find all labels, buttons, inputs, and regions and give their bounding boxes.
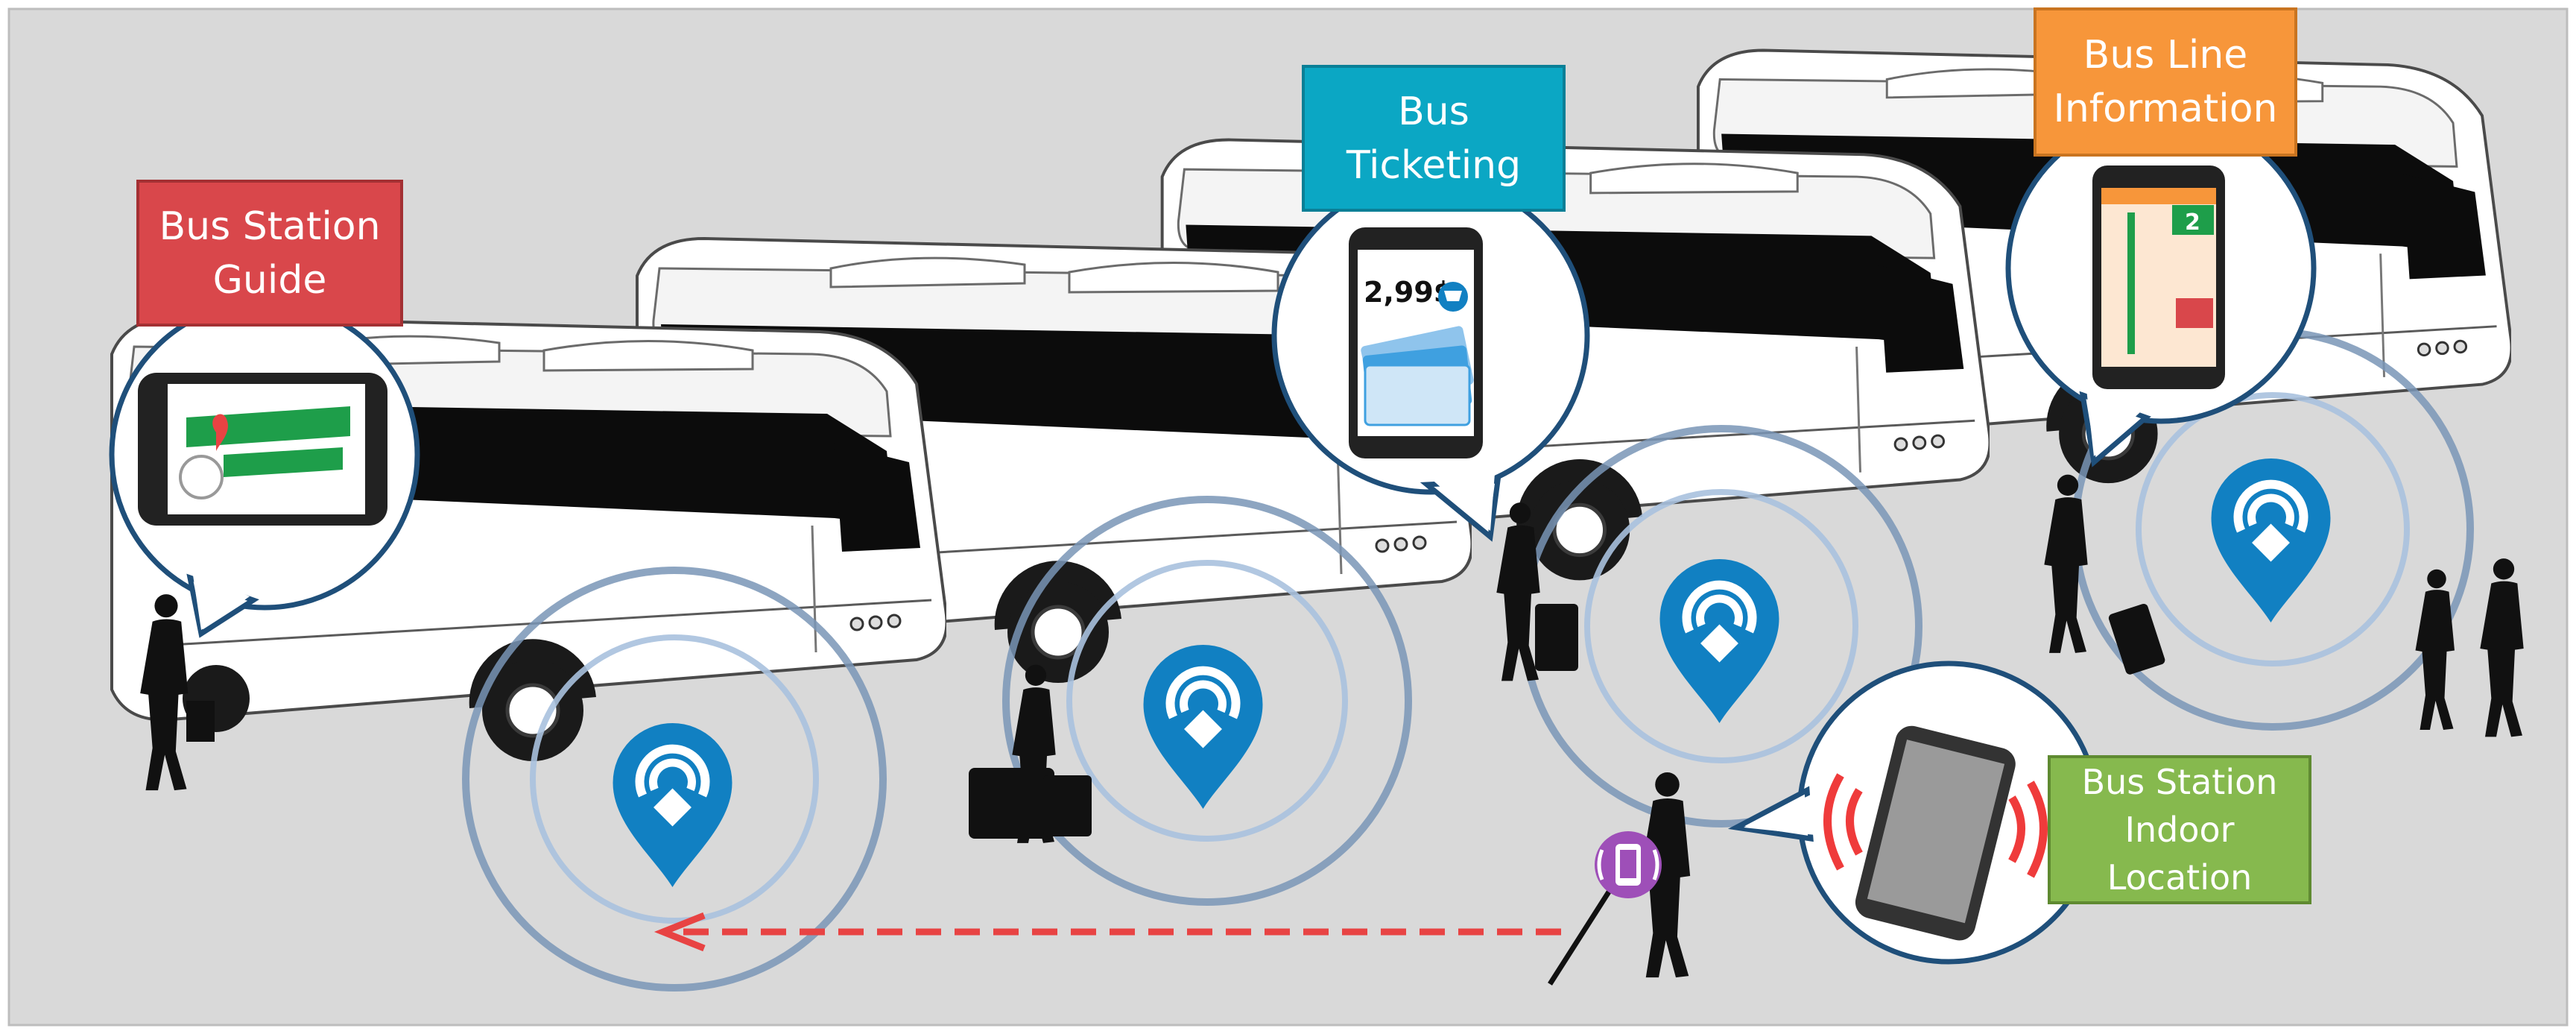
beacon-ring-1 — [462, 567, 887, 992]
suitcase — [2108, 603, 2165, 675]
label-bus-line-information: Bus Line Information — [2053, 33, 2278, 131]
label-box-guide — [136, 180, 403, 327]
ticket — [1364, 364, 1471, 426]
callout-indoor-location — [1727, 661, 2101, 965]
ticket-price: 2,99$ — [1364, 276, 1453, 309]
beacon-ring-2 — [1002, 496, 1412, 906]
line-number: 2 — [2185, 209, 2200, 236]
label-bus-ticketing: Bus Ticketing — [1346, 89, 1522, 188]
callout-bus-line-information: 2 — [2005, 113, 2317, 467]
label-box-indoor — [2048, 755, 2311, 904]
callout-bus-ticketing: 2,99$ — [1271, 176, 1590, 542]
suitcase — [969, 768, 1054, 839]
callout-bus-station-guide — [109, 299, 420, 638]
vibration-phone-badge — [1595, 831, 1662, 898]
briefcase — [186, 701, 215, 742]
cart-icon — [1438, 282, 1468, 312]
vibration-icon — [1823, 773, 2048, 878]
label-box-ticketing — [1302, 65, 1566, 212]
label-box-line-info — [2034, 7, 2297, 157]
suitcase — [1043, 775, 1092, 836]
phone-icon — [1855, 725, 2016, 941]
label-bus-station-guide: Bus Station Guide — [159, 204, 381, 303]
route-arrowhead — [654, 912, 706, 952]
label-bus-station-indoor-location: Bus Station Indoor Location — [2081, 762, 2278, 898]
suitcase — [1535, 604, 1578, 671]
